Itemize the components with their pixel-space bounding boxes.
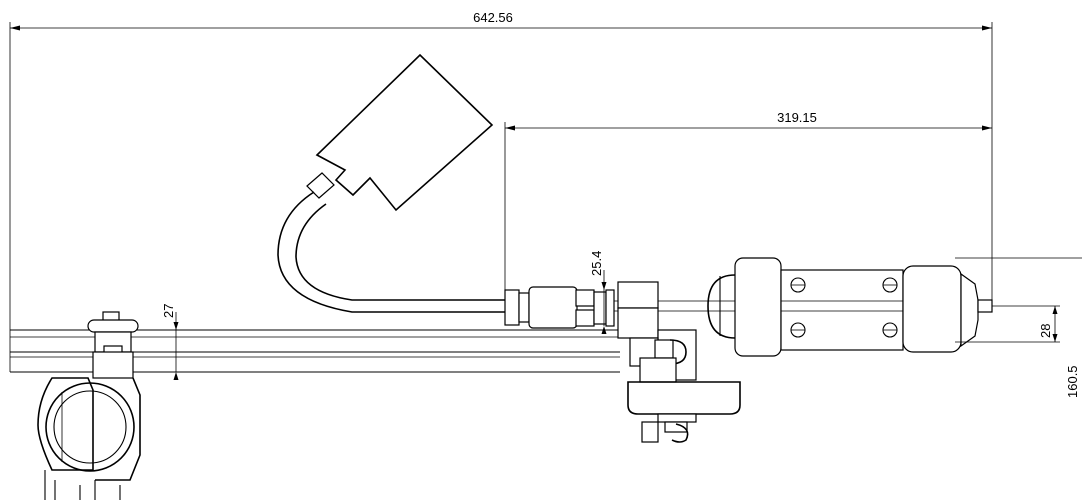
camera-housing xyxy=(306,53,494,212)
central-bracket xyxy=(617,281,741,443)
nozzle-body xyxy=(707,257,993,357)
dimension-rail-height: 27 xyxy=(161,304,179,380)
left-clamp xyxy=(37,311,141,500)
dim-total-height-label: 160.5 xyxy=(1065,365,1080,398)
curved-hose xyxy=(277,191,505,313)
dimension-nozzle-offset: 28 xyxy=(1038,306,1058,342)
dimension-pipe-diameter: 25.4 xyxy=(589,251,607,334)
right-reference-lines xyxy=(955,257,1082,343)
dimension-overall-length: 642.56 xyxy=(9,10,993,372)
dim-nozzle-offset-label: 28 xyxy=(1038,324,1053,338)
dim-rail-height-label: 27 xyxy=(161,304,176,318)
dimension-nozzle-length: 319.15 xyxy=(504,110,992,292)
dim-overall-length-label: 642.56 xyxy=(473,10,513,25)
dim-pipe-diameter-label: 25.4 xyxy=(589,251,604,276)
pipe-fittings xyxy=(504,286,735,329)
dimension-total-height: 160.5 xyxy=(1065,365,1080,398)
dim-nozzle-length-label: 319.15 xyxy=(777,110,817,125)
